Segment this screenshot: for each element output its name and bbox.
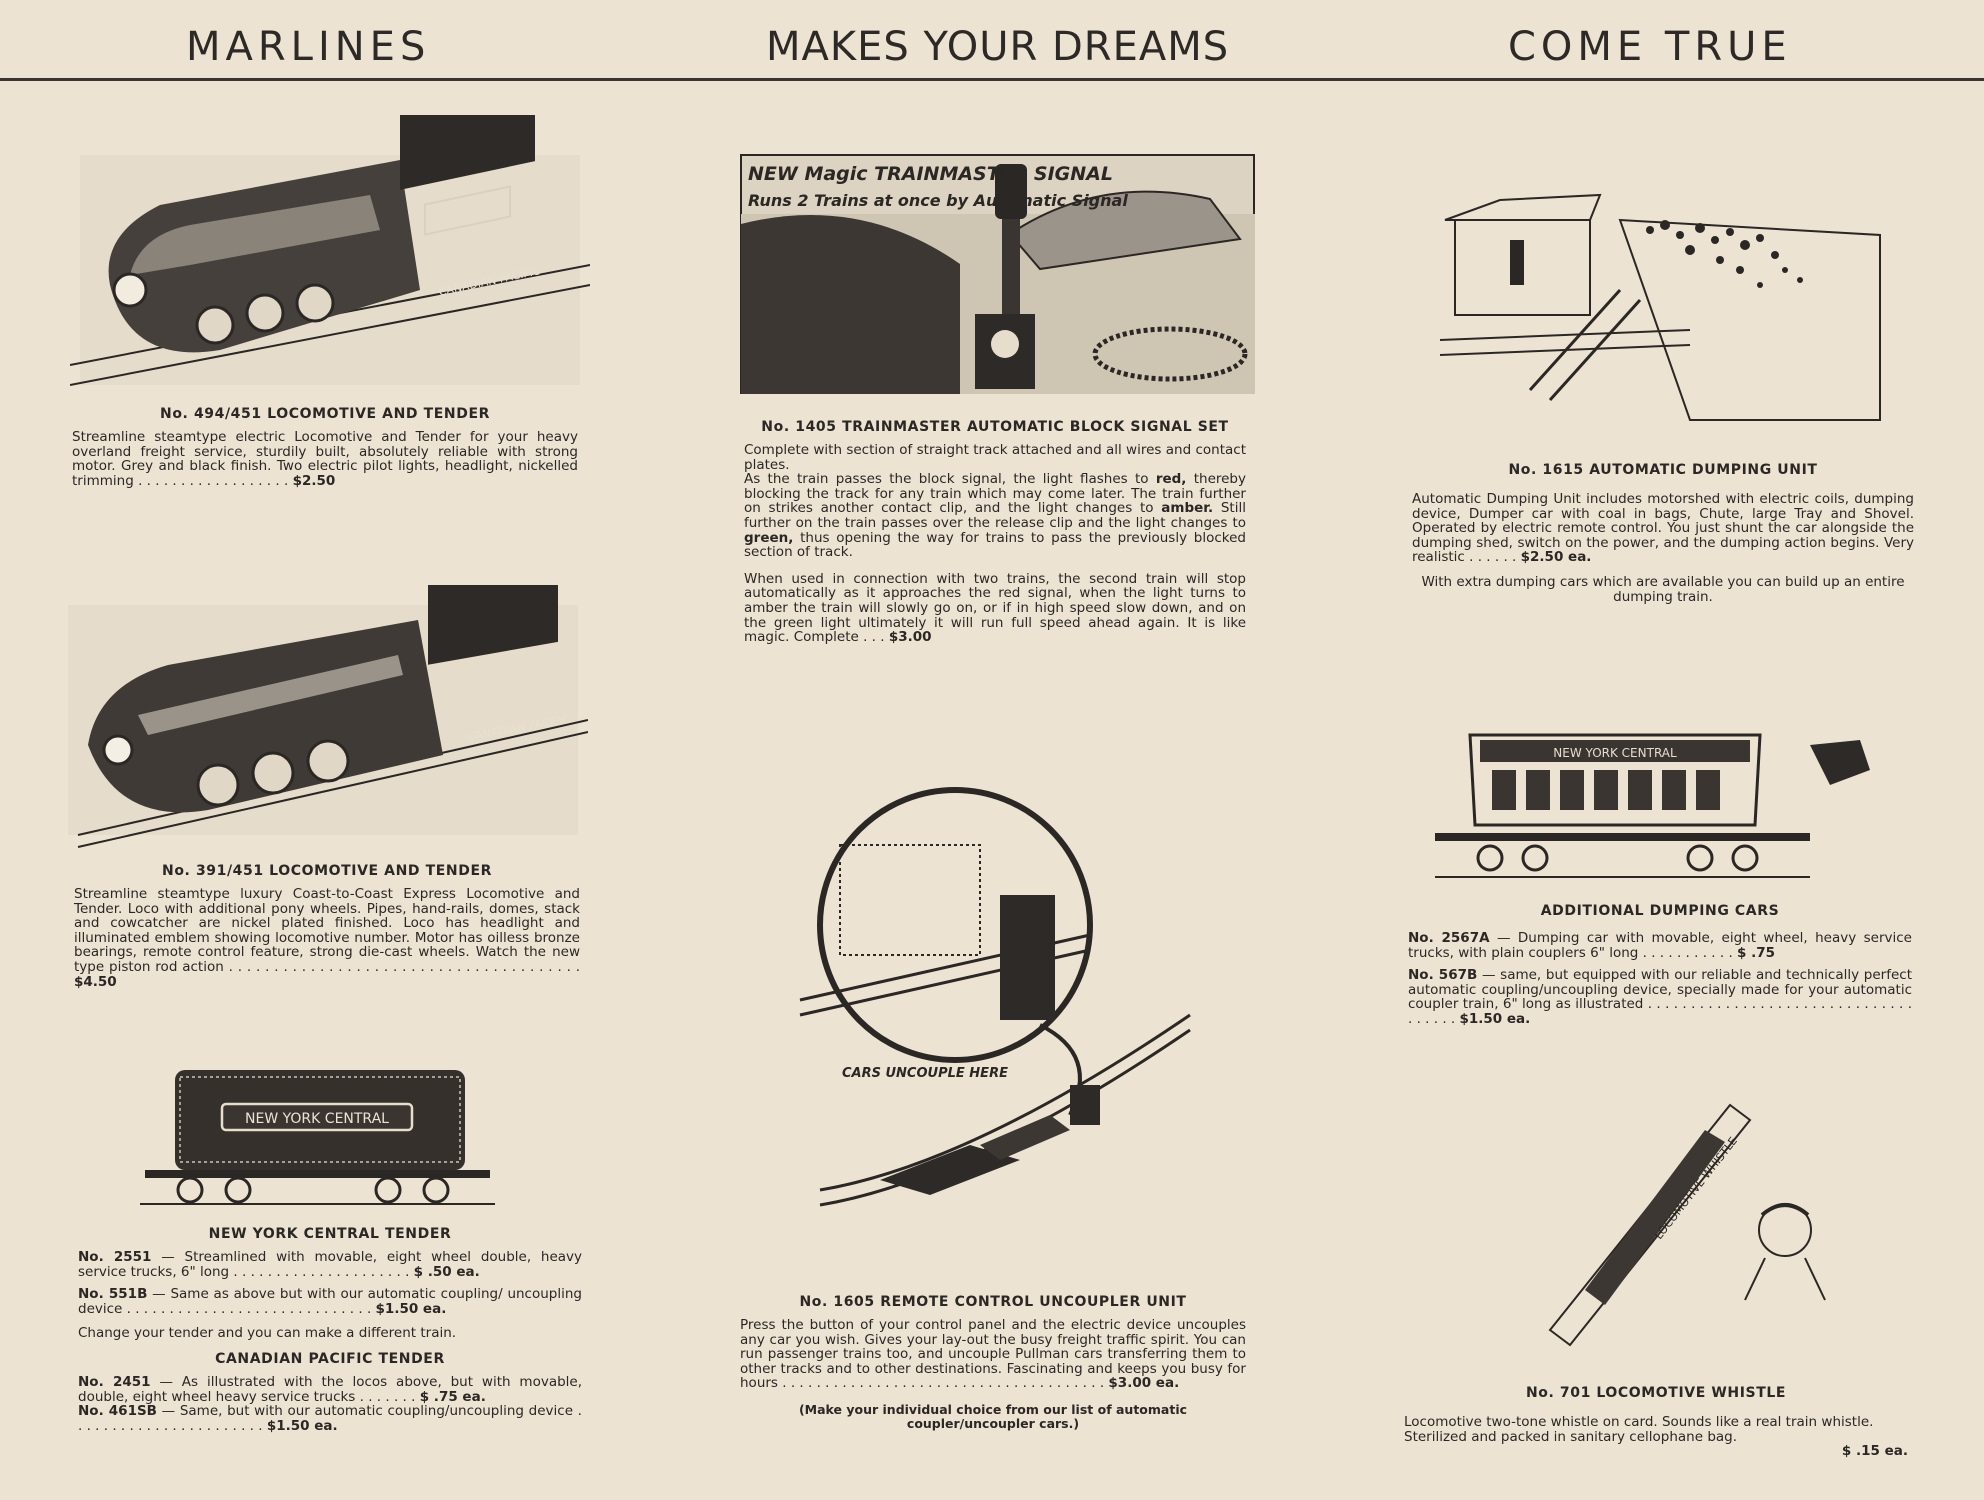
change-tender-text: Change your tender and you can make a di… <box>78 1325 457 1342</box>
signal-para-1b-mid2: Still further on the train passes over t… <box>744 500 1246 531</box>
cp-tender-item-461sb-text: — Same, but with our automatic coupling/… <box>161 1403 574 1420</box>
uncoupler-block: No. 1605 REMOTE CONTROL UNCOUPLER UNIT P… <box>740 1294 1246 1431</box>
locomotive-391-block: No. 391/451 LOCOMOTIVE AND TENDER Stream… <box>74 863 581 990</box>
dumping-unit-text: Automatic Dumping Unit includes motorshe… <box>1412 491 1914 566</box>
uncoupler-title: No. 1605 REMOTE CONTROL UNCOUPLER UNIT <box>799 1294 1187 1310</box>
whistle-illustration: LOCOMOTIVE WHISTLE <box>1540 1100 1850 1350</box>
dumping-unit-title: No. 1615 AUTOMATIC DUMPING UNIT <box>1508 462 1818 478</box>
cp-tender-item-2451: No. 2451 — As illustrated with the locos… <box>78 1373 583 1405</box>
signal-set-title: No. 1405 TRAINMASTER AUTOMATIC BLOCK SIG… <box>761 419 1229 435</box>
signal-set-block: No. 1405 TRAINMASTER AUTOMATIC BLOCK SIG… <box>744 419 1246 645</box>
signal-price: $3.00 <box>888 629 932 646</box>
nyc-tender-block: NEW YORK CENTRAL TENDER No. 2551 — Strea… <box>78 1226 582 1433</box>
whistle-price: $ .15 ea. <box>1841 1443 1908 1460</box>
cp-tender-title: CANADIAN PACIFIC TENDER <box>215 1350 445 1367</box>
nyc-tender-illustration: NEW YORK CENTRAL <box>140 1062 495 1212</box>
locomotive-391-title: No. 391/451 LOCOMOTIVE AND TENDER <box>162 863 492 879</box>
dumping-car-item-567b-text: — same, but equipped with our reliable a… <box>1408 967 1913 1013</box>
uncoupler-illustration: CARS UNCOUPLE HERE <box>770 785 1210 1240</box>
locomotive-494-text: Streamline steamtype electric Locomotive… <box>72 429 578 489</box>
header-right: COME TRUE <box>1508 24 1792 70</box>
uncoupler-text: Press the button of your control panel a… <box>740 1317 1246 1392</box>
locomotive-391-illustration: CANADIAN PACIFIC <box>58 585 588 850</box>
signal-set-illustration: NEW Magic TRAINMASTER SIGNAL Runs 2 Trai… <box>740 154 1255 394</box>
locomotive-391-text: Streamline steamtype luxury Coast-to-Coa… <box>74 886 580 975</box>
cp-tender-item-2451-number: No. 2451 <box>78 1373 151 1390</box>
nyc-tender-item-551b: No. 551B — Same as above but with our au… <box>78 1286 582 1317</box>
signal-green-word: green, <box>744 529 794 546</box>
locomotive-494-title: No. 494/451 LOCOMOTIVE AND TENDER <box>160 406 490 422</box>
cp-tender-item-2451-text: — As illustrated with the locos above, b… <box>78 1373 583 1405</box>
cp-tender-item-461sb: No. 461SB — Same, but with our automatic… <box>78 1403 582 1434</box>
whistle-text: Locomotive two-tone whistle on card. Sou… <box>1404 1414 1874 1445</box>
dumping-car-item-567b: No. 567B — same, but equipped with our r… <box>1408 967 1913 1027</box>
nyc-tender-item-2551-text: — Streamlined with movable, eight wheel … <box>78 1249 583 1280</box>
dumping-car-item-2567a: No. 2567A — Dumping car with movable, ei… <box>1408 930 1912 961</box>
dumping-car-item-2567a-text: — Dumping car with movable, eight wheel,… <box>1408 930 1912 961</box>
dumping-unit-extra: With extra dumping cars which are availa… <box>1421 573 1905 605</box>
signal-amber-word: amber. <box>1161 500 1214 517</box>
locomotive-494-block: No. 494/451 LOCOMOTIVE AND TENDER Stream… <box>72 406 578 489</box>
cp-tender-item-461sb-price: $1.50 ea. <box>266 1417 338 1434</box>
nyc-tender-label: NEW YORK CENTRAL <box>245 1111 389 1127</box>
uncoupler-note: (Make your individual choice from our li… <box>798 1401 1188 1431</box>
uncouple-caption: CARS UNCOUPLE HERE <box>842 1066 1008 1081</box>
whistle-block: No. 701 LOCOMOTIVE WHISTLE Locomotive tw… <box>1404 1385 1908 1459</box>
locomotive-391-price: $4.50 <box>74 973 117 990</box>
signal-red-word: red, <box>1155 471 1187 488</box>
nyc-tender-item-2551: No. 2551 — Streamlined with movable, eig… <box>78 1249 583 1280</box>
nyc-tender-item-551b-price: $1.50 ea. <box>375 1300 447 1317</box>
whistle-title: No. 701 LOCOMOTIVE WHISTLE <box>1525 1385 1787 1401</box>
signal-para-2-text: When used in connection with two trains,… <box>744 570 1246 646</box>
cp-tender-item-461sb-number: No. 461SB <box>78 1403 157 1420</box>
header-rule <box>0 78 1984 81</box>
nyc-tender-title: NEW YORK CENTRAL TENDER <box>208 1226 452 1242</box>
dumping-unit-text-body: Automatic Dumping Unit includes motorshe… <box>1412 491 1914 566</box>
signal-para-1a: Complete with section of straight track … <box>744 442 1246 473</box>
dumping-cars-title: ADDITIONAL DUMPING CARS <box>1540 903 1780 919</box>
dumping-car-item-567b-price: $1.50 ea. <box>1459 1010 1531 1027</box>
nyc-tender-item-551b-number: No. 551B <box>78 1286 148 1303</box>
signal-para-1b-end: thus opening the way for trains to pass … <box>744 529 1246 561</box>
page-header: MARLINES MAKES YOUR DREAMS COME TRUE <box>0 0 1984 81</box>
dumping-car-item-2567a-number: No. 2567A <box>1408 930 1490 946</box>
signal-banner-line2: Runs 2 Trains at once by Automatic Signa… <box>748 191 1128 210</box>
header-center: MAKES YOUR DREAMS <box>766 24 1230 70</box>
header-left: MARLINES <box>186 24 431 70</box>
locomotive-494-illustration: CANADIAN PACIFIC <box>70 115 590 405</box>
nyc-tender-item-2551-price: $ .50 ea. <box>413 1263 480 1280</box>
dumping-car-item-567b-number: No. 567B <box>1408 967 1478 984</box>
dumping-unit-illustration <box>1440 140 1890 430</box>
dumping-cars-block: ADDITIONAL DUMPING CARS No. 2567A — Dump… <box>1408 903 1912 1027</box>
uncoupler-price: $3.00 ea. <box>1108 1375 1180 1392</box>
signal-banner-line1: NEW Magic TRAINMASTER SIGNAL <box>748 163 1113 185</box>
dumping-car-item-2567a-price: $ .75 <box>1737 944 1776 961</box>
dumping-car-label: NEW YORK CENTRAL <box>1553 746 1677 760</box>
signal-para-1b-pre: As the train passes the block signal, th… <box>744 471 1149 488</box>
signal-para-2: When used in connection with two trains,… <box>744 570 1246 646</box>
locomotive-494-price: $2.50 <box>292 472 336 489</box>
dumping-unit-price: $2.50 ea. <box>1520 549 1592 566</box>
nyc-tender-item-2551-number: No. 2551 <box>78 1249 152 1265</box>
signal-para-1b: As the train passes the block signal, th… <box>744 472 1246 560</box>
cp-tender-item-2451-price: $ .75 ea. <box>419 1388 486 1405</box>
uncoupler-text-body: Press the button of your control panel a… <box>740 1317 1246 1392</box>
nyc-tender-item-551b-text: — Same as above but with our automatic c… <box>78 1286 582 1317</box>
signal-para-1b-mid: thereby blocking the track for any train… <box>744 471 1246 517</box>
dumping-car-illustration: NEW YORK CENTRAL <box>1430 725 1880 885</box>
dumping-unit-block: No. 1615 AUTOMATIC DUMPING UNIT Automati… <box>1412 462 1914 604</box>
